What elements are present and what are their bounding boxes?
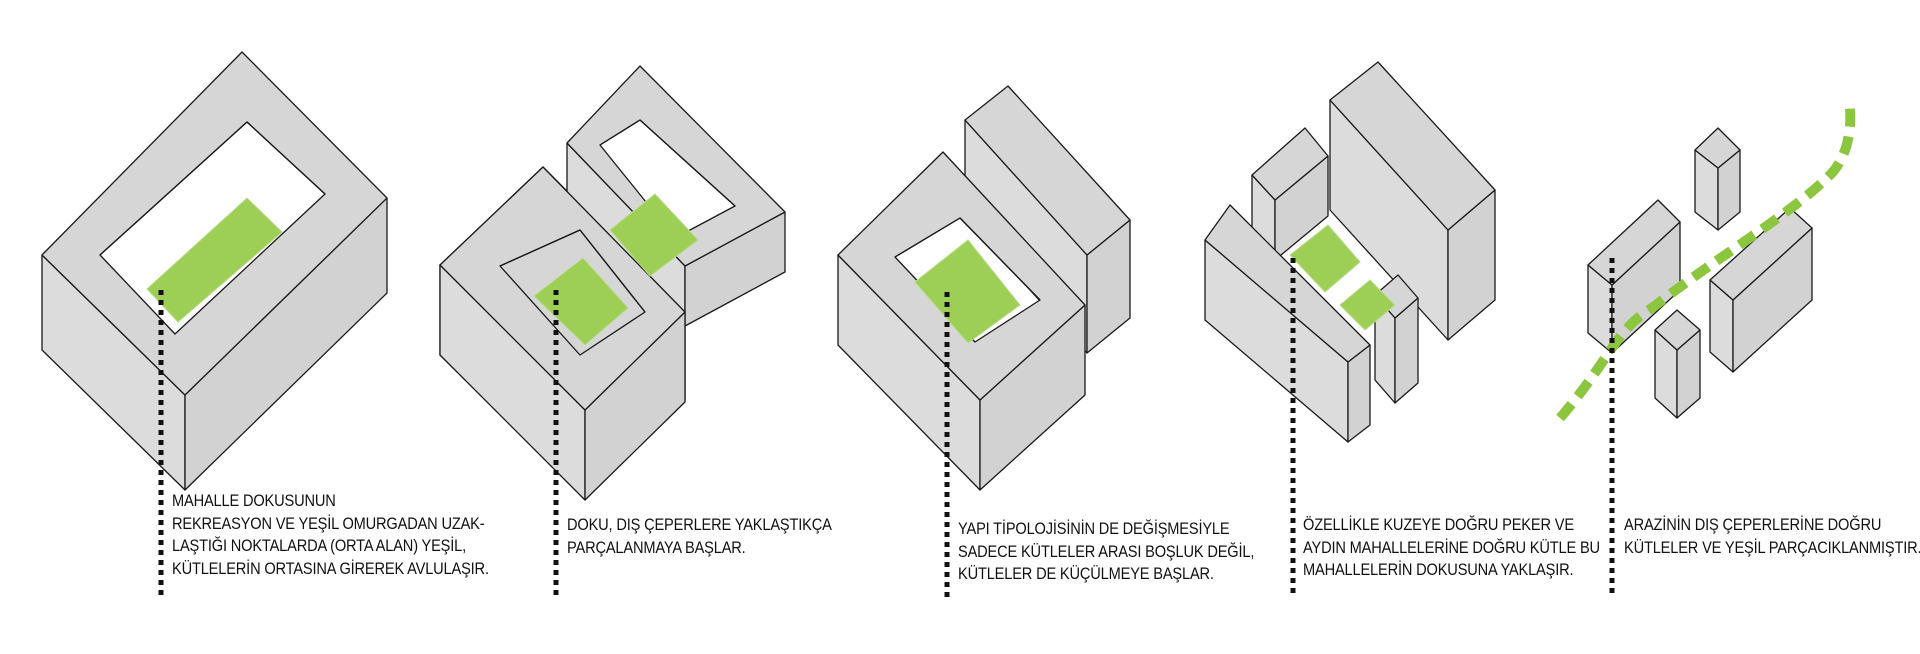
block-step-4-front-bar	[1204, 204, 1371, 443]
caption-step-1-line-1: MAHALLE DOKUSUNUN	[172, 491, 336, 510]
caption-step-3-line-1: YAPI TİPOLOJİSİNİN DE DEĞİŞMESİYLE	[958, 519, 1230, 538]
green-court-step-4a	[1289, 224, 1361, 293]
block-step-4-front-bar-top-face	[1204, 204, 1371, 363]
caption-step-3-line-2: SADECE KÜTLELER ARASI BOŞLUK DEĞİL,	[958, 541, 1255, 561]
caption-step-1-line-3: LAŞTIĞI NOKTALARDA (ORTA ALAN) YEŞİL,	[172, 536, 466, 555]
green-areas-layer	[146, 107, 1856, 422]
caption-step-2-line-2: PARÇALANMAYA BAŞLAR.	[567, 537, 746, 557]
caption-step-4-line-3: MAHALLELERİN DOKUSUNA YAKLAŞIR.	[1303, 560, 1574, 579]
block-step-3-ring-inner-edge	[894, 217, 1041, 301]
block-step-2-front-ring	[439, 166, 686, 501]
block-step-1-ring-inner-edge	[99, 121, 326, 256]
caption-step-2-line-1: DOKU, DIŞ ÇEPERLERE YAKLAŞTIKÇA	[567, 515, 832, 534]
block-step-5-bar-a-top-face	[1587, 199, 1681, 286]
block-step-4-long-bar	[1329, 61, 1496, 341]
caption-step-5: ARAZİNİN DIŞ ÇEPERLERİNE DOĞRU KÜTLELER …	[1624, 514, 1920, 559]
block-step-3-bar-top-face	[964, 85, 1131, 256]
green-court-step-4b	[1339, 279, 1396, 331]
block-step-5-tower-b-top-face	[1654, 309, 1701, 351]
green-court-step-1	[146, 197, 283, 323]
caption-step-3: YAPI TİPOLOJİSİNİN DE DEĞİŞMESİYLE SADEC…	[958, 518, 1254, 586]
caption-step-4-line-2: AYDIN MAHALLELERİNE DOĞRU KÜTLE BU	[1303, 537, 1600, 557]
block-step-5-tower-b	[1654, 309, 1701, 419]
block-step-5-tower-a-top-face	[1694, 127, 1741, 169]
green-court-step-2b	[609, 193, 699, 277]
caption-step-5-line-1: ARAZİNİN DIŞ ÇEPERLERİNE DOĞRU	[1624, 515, 1882, 534]
caption-step-2: DOKU, DIŞ ÇEPERLERE YAKLAŞTIKÇA PARÇALAN…	[567, 514, 832, 559]
caption-step-1-line-2: REKREASYON VE YEŞİL OMURGADAN UZAK-	[172, 513, 485, 533]
block-step-5-bar-b	[1709, 207, 1813, 373]
green-court-step-2a	[533, 257, 629, 346]
green-dashed-corridor-step-5	[1556, 107, 1856, 422]
block-step-2-front-ring-inner-edge	[499, 229, 646, 313]
block-step-4-long-bar-top-face	[1329, 61, 1496, 231]
block-step-2-back-l-inner-edge	[599, 119, 736, 207]
caption-step-1-line-4: KÜTLELERİN ORTASINA GİREREK AVLULAŞIR.	[172, 558, 489, 578]
block-step-1-ring	[41, 51, 388, 491]
green-court-step-3	[914, 239, 1021, 344]
caption-step-4-line-1: ÖZELLİKLE KUZEYE DOĞRU PEKER VE	[1303, 515, 1574, 534]
caption-step-4: ÖZELLİKLE KUZEYE DOĞRU PEKER VE AYDIN MA…	[1303, 514, 1600, 582]
block-step-5-tower-a	[1694, 127, 1741, 231]
caption-step-1: MAHALLE DOKUSUNUN REKREASYON VE YEŞİL OM…	[172, 490, 489, 580]
block-step-3-ring	[837, 151, 1086, 491]
caption-step-5-line-2: KÜTLELER VE YEŞİL PARÇACIKLANMIŞTIR.	[1624, 537, 1920, 557]
caption-step-3-line-3: KÜTLELER DE KÜÇÜLMEYE BAŞLAR.	[958, 564, 1214, 583]
block-step-4-tower-b	[1374, 274, 1419, 404]
block-step-4-tower-a-top-face	[1251, 127, 1329, 201]
block-step-5-bar-b-top-face	[1709, 207, 1813, 301]
leader-lines-layer	[158, 258, 1615, 597]
